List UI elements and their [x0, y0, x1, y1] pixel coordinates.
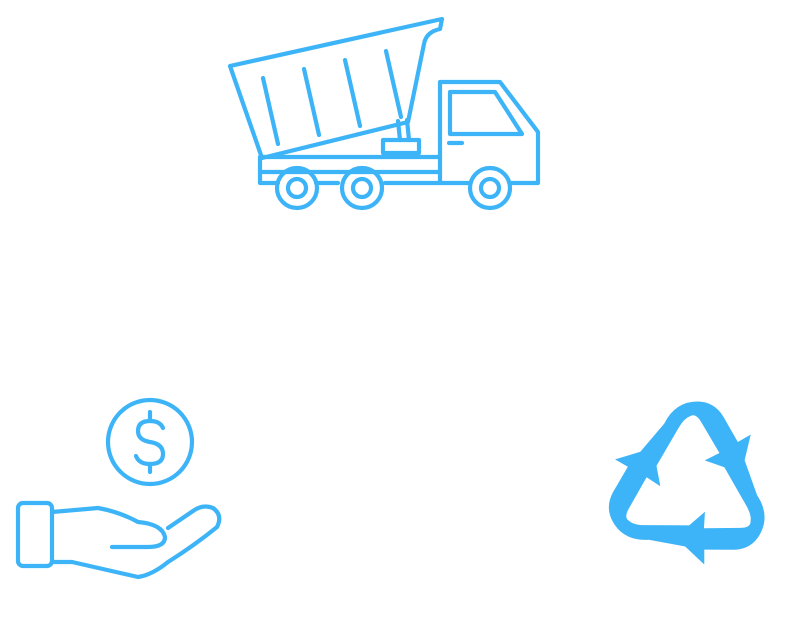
recycle-icon: [593, 401, 787, 580]
hand-holding-dollar-icon: [15, 397, 222, 580]
dump-truck-icon: [227, 16, 541, 211]
recycle-arrows: [593, 401, 787, 580]
recycle-arrow: [632, 401, 751, 474]
hand-coin-outline: [15, 397, 222, 580]
truck-outline: [227, 16, 541, 211]
coin-icon: [105, 397, 195, 487]
